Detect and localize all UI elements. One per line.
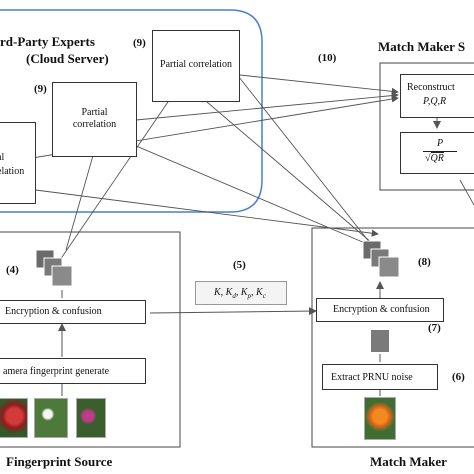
partial-correlation-box-left: al elation: [0, 122, 36, 204]
camera-fingerprint-box: amera fingerprint generate: [0, 358, 146, 384]
match-maker-server-container: [379, 62, 474, 191]
step-7: (7): [428, 322, 441, 334]
step-6: (6): [452, 371, 465, 383]
flower-photo-orange: [364, 397, 396, 440]
prnu-label: Extract PRNU noise: [331, 372, 413, 383]
formula-box: P √QR: [400, 132, 474, 174]
partial-correlation-fragment-b: elation: [0, 166, 25, 177]
fingerprint-source-title: Fingerprint Source: [6, 454, 113, 469]
fraction-bar: [423, 151, 457, 152]
match-maker-container: [311, 227, 474, 448]
formula-numerator: P: [437, 138, 444, 149]
fs-encryption-box: Encryption & confusion: [0, 300, 146, 324]
step-8: (8): [418, 256, 431, 268]
step-10: (10): [318, 52, 337, 64]
match-maker-title: Match Maker: [370, 454, 447, 469]
reconstruct-box: Reconstruct P,Q,R: [400, 74, 474, 118]
flower-photo-pink: [76, 398, 106, 438]
keys-box: K, Kd, Kp, Kc: [195, 281, 287, 305]
cloud-title-line1: rd-Party Experts: [0, 34, 95, 49]
flower-photo-red: [0, 398, 28, 438]
step-4: (4): [6, 264, 19, 276]
step-9b: (9): [34, 83, 47, 95]
intermediate-block: [371, 330, 389, 352]
partial-correlation-box-mid: Partial correlation: [52, 82, 137, 157]
cloud-boundary: [0, 9, 263, 213]
keys-text: K, Kd, Kp, Kc: [214, 287, 266, 300]
step-9a: (9): [133, 37, 146, 49]
mm-encryption-box: Encryption & confusion: [316, 298, 444, 322]
stacked-blocks-icon: [35, 249, 73, 287]
partial-correlation-box-top: Partial correlation: [152, 30, 240, 102]
match-maker-server-title: Match Maker S: [378, 39, 466, 54]
mm-encryption-label: Encryption & confusion: [333, 304, 430, 315]
partial-correlation-fragment-a: al: [0, 152, 5, 163]
step-5: (5): [233, 259, 246, 271]
stacked-blocks-icon: [362, 240, 400, 278]
fs-encryption-label: Encryption & confusion: [5, 306, 102, 317]
camera-fingerprint-label: amera fingerprint generate: [3, 366, 110, 377]
reconstruct-vars: P,Q,R: [423, 96, 447, 107]
cloud-title-line2: (Cloud Server): [26, 51, 109, 66]
reconstruct-label: Reconstruct: [407, 82, 455, 93]
formula-denominator: √QR: [425, 152, 444, 164]
fingerprint-source-container: [0, 231, 181, 448]
flower-photo-white: [34, 398, 68, 438]
prnu-box: Extract PRNU noise: [322, 364, 438, 390]
partial-correlation-label: Partial correlation: [72, 107, 117, 130]
partial-correlation-label: Partial correlation: [160, 59, 232, 70]
